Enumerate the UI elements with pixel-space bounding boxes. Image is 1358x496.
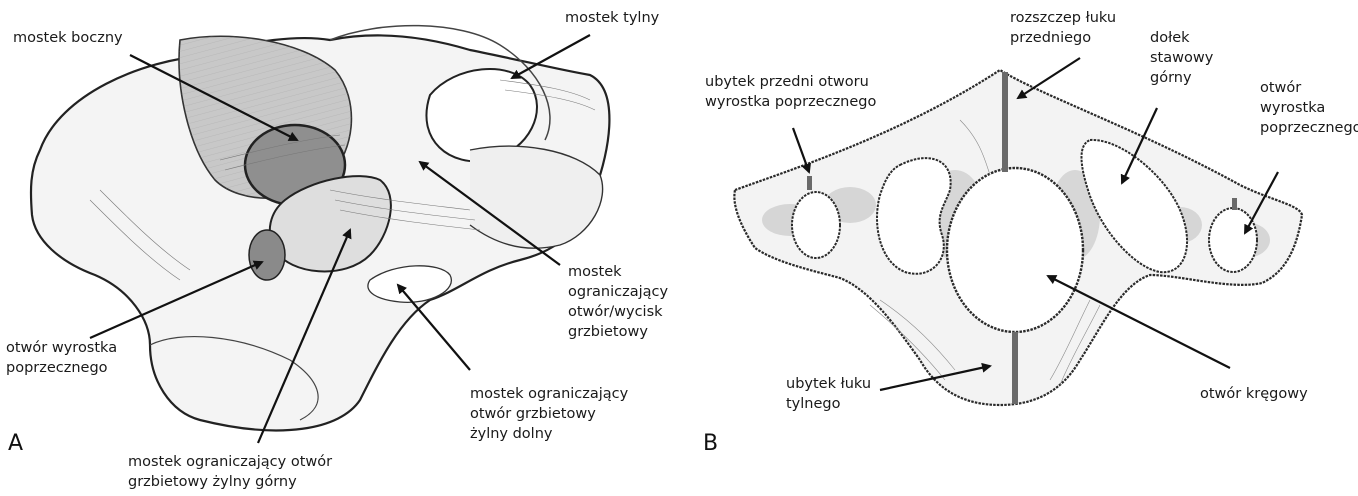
vertebra-b-drawing: [734, 70, 1302, 405]
arrow-rozszczep: [1018, 58, 1080, 98]
anterior-arch-cleft-bar: [1002, 72, 1008, 172]
label-otwor-wyrostka-b: otwór wyrostka poprzecznego: [1260, 78, 1358, 138]
panel-letter-b: B: [703, 432, 718, 456]
right-transverse-foramen: [1209, 208, 1257, 272]
label-otwor-kregowy: otwór kręgowy: [1200, 384, 1308, 404]
label-ubytek-przedni: ubytek przedni otworu wyrostka poprzeczn…: [705, 72, 876, 112]
label-mostek-dolny: mostek ograniczający otwór grzbietowy ży…: [470, 384, 628, 444]
label-mostek-gorny: mostek ograniczający otwór grzbietowy ży…: [128, 452, 332, 492]
label-mostek-boczny: mostek boczny: [13, 28, 123, 48]
label-otwor-wyrostka-a: otwór wyrostka poprzecznego: [6, 338, 117, 378]
panel-letter-a: A: [8, 432, 23, 456]
vertebral-foramen: [947, 168, 1083, 332]
label-ubytek-luku: ubytek łuku tylnego: [786, 374, 871, 414]
right-process: [470, 146, 603, 248]
label-rozszczep: rozszczep łuku przedniego: [1010, 8, 1116, 48]
vertebra-a-drawing: [31, 26, 609, 431]
label-mostek-ograniczajacy-wycisk: mostek ograniczający otwór/wycisk grzbie…: [568, 262, 668, 342]
label-dolek: dołek stawowy górny: [1150, 28, 1213, 88]
label-mostek-tylny: mostek tylny: [565, 8, 659, 28]
left-transverse-foramen: [792, 192, 840, 258]
transverse-foramen-a: [249, 230, 285, 280]
right-foramen-defect-bar: [1232, 198, 1237, 210]
anterior-foramen-defect-bar: [807, 176, 812, 190]
posterior-arch-defect-bar: [1012, 332, 1018, 404]
